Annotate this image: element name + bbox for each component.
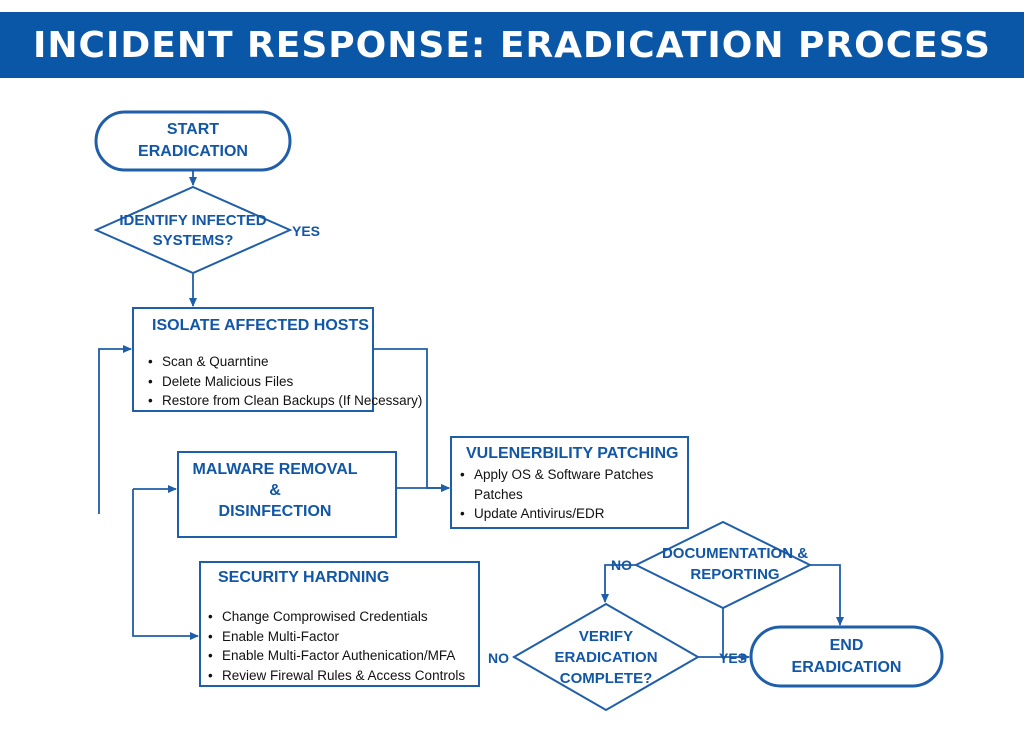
edge-documentation-end	[810, 564, 844, 626]
isolate-list: Scan & Quarntine Delete Malicious Files …	[146, 352, 426, 411]
list-item: Review Firewal Rules & Access Controls	[206, 666, 478, 686]
list-item: Delete Malicious Files	[146, 372, 426, 392]
hardening-box-shape	[199, 561, 480, 687]
list-item: Enable Multi-Factor	[206, 627, 478, 647]
edge-loop-to-isolate	[98, 345, 132, 514]
start-label: START ERADICATION	[138, 121, 248, 160]
identify-label: IDENTIFY INFECTED SYSTEMS?	[119, 212, 267, 249]
edge-label-verify-yes: YES	[719, 650, 748, 666]
end-node-shape	[749, 625, 944, 688]
patching-box-shape	[450, 436, 689, 529]
isolate-title: ISOLATE AFFECTED HOSTS	[152, 317, 369, 334]
patching-list: Apply OS & Software Patches Patches Upda…	[458, 465, 684, 524]
edge-label-identify-yes: YES	[292, 223, 321, 239]
verify-label: VERIFY ERADICATION COMPLETE?	[554, 627, 658, 687]
identify-decision[interactable]: IDENTIFY INFECTED SYSTEMS?	[106, 205, 280, 257]
edge-label-verify-no: NO	[488, 650, 509, 666]
edge-label-documentation-no: NO	[611, 557, 632, 573]
malware-label: MALWARE REMOVAL & DISINFECTION	[192, 461, 358, 520]
documentation-label: DOCUMENTATION & REPORTING	[661, 545, 809, 583]
list-item: Change Comprowised Credentials	[206, 607, 478, 627]
title-banner: INCIDENT RESPONSE: ERADICATION PROCESS	[0, 12, 1024, 78]
list-item: Scan & Quarntine	[146, 352, 426, 372]
start-node[interactable]: START ERADICATION	[96, 112, 290, 170]
list-item: Restore from Clean Backups (If Necessary…	[146, 391, 426, 411]
hardening-list: Change Comprowised Credentials Enable Mu…	[206, 607, 478, 685]
verify-decision[interactable]: VERIFY ERADICATION COMPLETE?	[536, 624, 676, 690]
list-item: Apply OS & Software Patches Patches	[458, 465, 684, 504]
list-item: Enable Multi-Factor Authenication/MFA	[206, 646, 478, 666]
edge-side-malware-hardening	[132, 489, 199, 640]
start-node-shape	[94, 110, 292, 172]
verify-decision-shape	[511, 602, 701, 712]
hardening-title: SECURITY HARDNING	[218, 569, 390, 586]
page-title: INCIDENT RESPONSE: ERADICATION PROCESS	[33, 24, 991, 66]
malware-box-shape	[177, 451, 397, 538]
documentation-decision[interactable]: DOCUMENTATION & REPORTING	[650, 542, 820, 586]
malware-box[interactable]: MALWARE REMOVAL & DISINFECTION	[180, 459, 370, 522]
edge-documentation-no	[601, 564, 636, 603]
list-item: Update Antivirus/EDR	[458, 504, 684, 524]
end-node[interactable]: END ERADICATION	[751, 627, 942, 686]
identify-decision-shape	[93, 185, 293, 275]
end-label: END ERADICATION	[791, 636, 902, 676]
patching-title: VULENERBILITY PATCHING	[466, 445, 679, 462]
